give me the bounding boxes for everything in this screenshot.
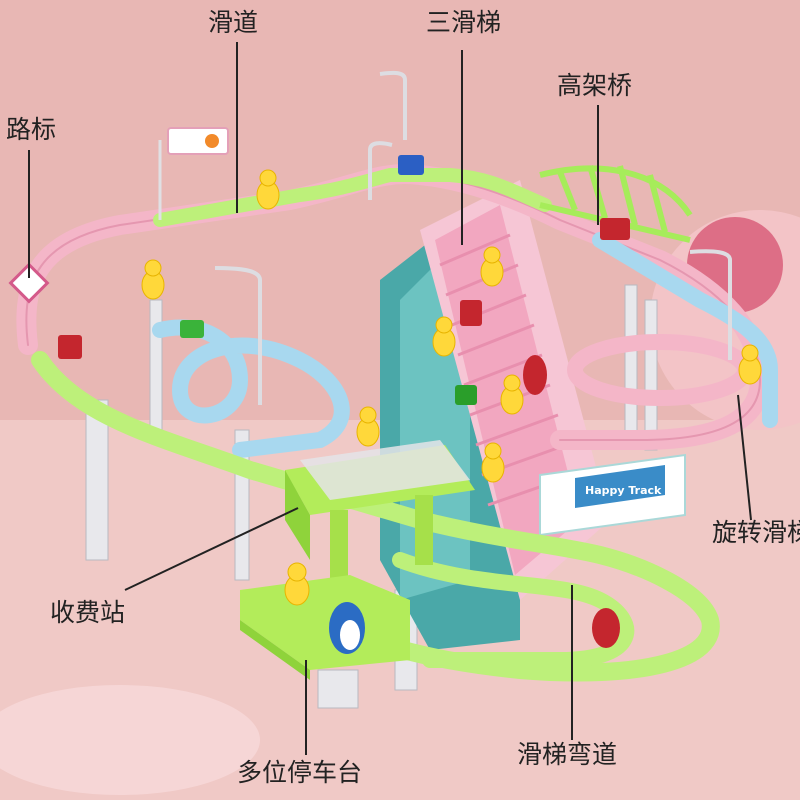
label-viaduct: 高架桥: [557, 71, 633, 100]
label-parking-platform: 多位停车台: [237, 758, 363, 787]
label-slide-track: 滑道: [208, 8, 259, 37]
product-sign: Happy Track: [539, 453, 686, 537]
car-icon: [58, 155, 630, 405]
label-rotating-slide: 旋转滑梯: [712, 518, 800, 547]
label-triple-slide: 三滑梯: [426, 8, 502, 37]
bg-wave: [0, 685, 260, 795]
callout-lines: [28, 42, 752, 755]
label-toll-station: 收费站: [50, 598, 126, 627]
label-slide-curve: 滑梯弯道: [517, 740, 618, 769]
street-lamp-icon: [214, 70, 732, 405]
road-sign-icon: [8, 127, 229, 304]
support-pillars: [85, 284, 658, 709]
blue-track-right: [592, 232, 778, 428]
tracks: [16, 164, 778, 682]
product-sign-text: Happy Track: [585, 484, 662, 497]
blue-track-middle: [152, 319, 350, 458]
penguin-icon: [329, 355, 620, 654]
parking-platform: [240, 575, 410, 680]
duck-icon: [141, 169, 762, 606]
toll-station: [285, 440, 475, 580]
label-road-sign: 路标: [6, 115, 57, 144]
